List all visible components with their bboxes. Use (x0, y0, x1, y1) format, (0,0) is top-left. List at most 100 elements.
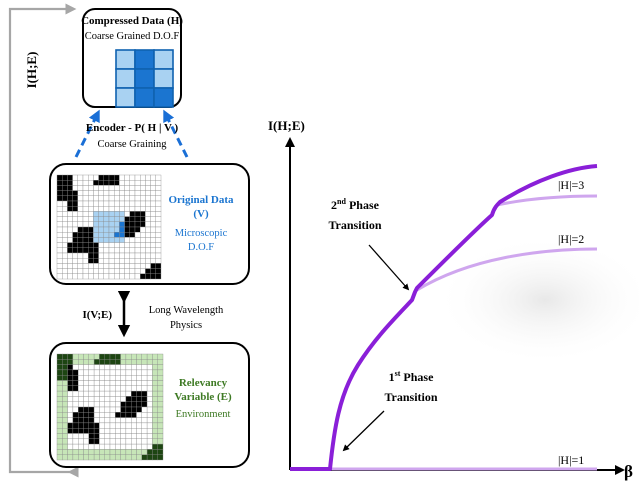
grid-cell (108, 237, 115, 243)
grid-cell (93, 252, 99, 259)
grid-cell (78, 438, 84, 445)
grid-cell (93, 375, 100, 381)
grid-cell (131, 364, 137, 371)
grid-cell (99, 390, 105, 397)
grid-cell (82, 200, 89, 207)
annotation-second-transition-line2: Transition (328, 218, 381, 232)
grid-cell (56, 396, 63, 402)
grid-cell (104, 401, 111, 408)
grid-cell (140, 206, 146, 212)
grid-cell (114, 216, 120, 222)
grid-cell (103, 268, 110, 274)
grid-cell (120, 364, 127, 371)
grid-cell (93, 433, 100, 439)
grid-cell (83, 449, 89, 455)
grid-cell (136, 433, 142, 439)
grid-cell (140, 226, 146, 233)
annotation-second-transition: 2nd Phase (331, 197, 380, 212)
grid-cell (104, 443, 111, 450)
grid-cell (140, 232, 146, 238)
grid-cell (104, 385, 111, 392)
grid-cell (141, 417, 148, 424)
grid-cell (146, 422, 153, 429)
grid-cell (152, 385, 158, 392)
relevancy-grid (56, 353, 164, 461)
grid-cell (78, 390, 84, 397)
grid-cell (131, 454, 137, 461)
grid-cell (67, 412, 74, 418)
grid-cell (72, 390, 79, 397)
grid-cell (99, 454, 105, 461)
grid-cell (150, 273, 156, 280)
grid-cell (62, 401, 68, 408)
grid-cell (145, 200, 151, 207)
grid-cell (103, 206, 110, 212)
grid-cell (82, 211, 89, 217)
grid-cell (108, 273, 115, 280)
grid-cell (62, 221, 68, 228)
grid-cell (67, 195, 73, 202)
grid-cell (82, 232, 89, 238)
grid-cell (115, 396, 121, 402)
grid-cell (56, 443, 63, 450)
grid-cell (115, 433, 121, 439)
grid-cell (134, 226, 141, 233)
grid-cell (129, 273, 136, 280)
grid-cell (77, 211, 84, 217)
grid-cell (67, 216, 73, 222)
grid-cell (104, 375, 111, 381)
grid-cell (77, 221, 84, 228)
grid-cell (93, 417, 100, 424)
grid-cell (141, 438, 148, 445)
grid-cell (72, 406, 79, 413)
grid-cell (103, 263, 110, 269)
long-wavelength-line2: Physics (170, 320, 202, 331)
grid-cell (124, 273, 130, 280)
compressed-grid (115, 49, 174, 108)
grid-cell (114, 263, 120, 269)
grid-cell (152, 401, 158, 408)
grid-cell (56, 216, 63, 222)
grid-cell (67, 454, 74, 461)
grid-cell (67, 180, 73, 186)
grid-cell (82, 174, 89, 181)
encoder-arrow-right (163, 109, 189, 158)
grid-cell (150, 211, 156, 217)
grid-cell (114, 180, 120, 186)
grid-cell (67, 252, 73, 259)
grid-cell (98, 232, 104, 238)
grid-cell (120, 385, 127, 392)
grid-cell (72, 216, 78, 222)
grid-cell (136, 359, 142, 365)
grid-cell (114, 252, 120, 259)
grid-cell (141, 422, 148, 429)
grid-cell (140, 247, 146, 254)
grid-cell (56, 211, 63, 217)
mutual-info-label: I(V;E) (82, 309, 112, 321)
grid-cell (129, 180, 136, 186)
grid-cell (82, 273, 89, 280)
grid-cell (82, 226, 89, 233)
grid-cell (77, 252, 84, 259)
grid-cell (146, 443, 153, 450)
grid-cell (88, 226, 94, 233)
grid-cell (103, 185, 110, 191)
grid-cell (56, 200, 63, 207)
grid-cell (103, 216, 110, 222)
grid-cell (98, 268, 104, 274)
grid-cell (99, 428, 105, 434)
grid-cell (67, 185, 73, 191)
grid-cell (104, 406, 111, 413)
grid-cell (62, 396, 68, 402)
grid-cell (124, 232, 130, 238)
grid-cell (131, 438, 137, 445)
grid-cell (56, 232, 63, 238)
grid-cell (78, 353, 84, 360)
grid-cell (88, 258, 94, 264)
grid-cell (150, 268, 156, 274)
grid-cell (93, 211, 99, 217)
grid-cell (62, 273, 68, 280)
grid-cell (141, 396, 148, 402)
grid-cell (114, 242, 120, 248)
